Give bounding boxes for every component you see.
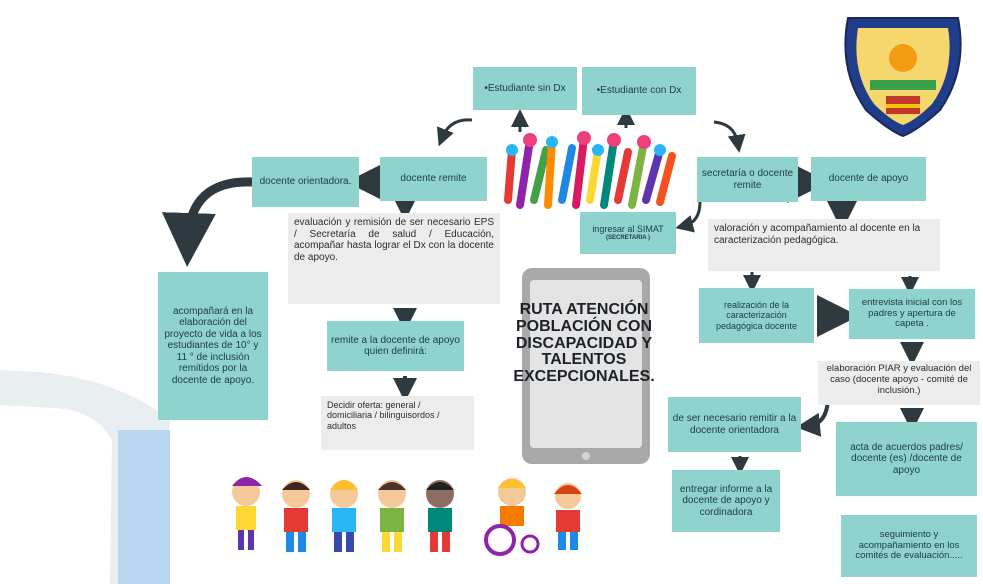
entrevista-inicial-box: entrevista inicial con los padres y aper… (849, 289, 975, 339)
acta-acuerdos-text: acta de acuerdos padres/ docente (es) /d… (850, 441, 963, 476)
secretaria-tag-text: (SECRETARIA ) (606, 234, 650, 241)
docente-remite-label: docente remite (400, 173, 467, 185)
arrow-to-simat (675, 201, 702, 233)
docente-de-apoyo-box: docente de apoyo (811, 157, 926, 201)
elaboracion-piar-text: elaboración PIAR y evaluación del caso (… (826, 363, 972, 396)
valoracion-box: valoración y acompañamiento al docente e… (708, 219, 940, 271)
decidir-oferta-text: Decidir oferta: general / domiciliaria /… (327, 400, 440, 431)
estudiante-con-dx-box: •Estudiante con Dx (582, 67, 696, 115)
realizacion-caracterizacion-text: realización de la caracterización pedagó… (715, 299, 798, 331)
arrow-to-left-branch (436, 118, 473, 147)
main-title-text: RUTA ATENCIÓN POBLACIÓN CON DISCAPACIDAD… (513, 301, 655, 386)
realizacion-caracterizacion-box: realización de la caracterización pedagó… (699, 288, 814, 343)
entrevista-inicial-text: entrevista inicial con los padres y aper… (861, 296, 963, 330)
ingresar-simat-text: ingresar al SIMAT (592, 224, 664, 235)
background-blue-bar (118, 430, 170, 584)
elaboracion-piar-box: elaboración PIAR y evaluación del caso (… (818, 361, 980, 405)
estudiante-sin-dx-label: •Estudiante sin Dx (484, 82, 566, 94)
arrow-orientadora-down (161, 177, 253, 267)
entregar-informe-box: entregar informe a la docente de apoyo y… (672, 470, 780, 532)
arrow-to-right-branch (713, 120, 746, 153)
entregar-informe-text: entregar informe a la docente de apoyo y… (679, 483, 773, 518)
main-title: RUTA ATENCIÓN POBLACIÓN CON DISCAPACIDAD… (490, 301, 678, 386)
de-ser-necesario-box: de ser necesario remitir a la docente or… (668, 397, 801, 452)
evaluacion-remision-text: evaluación y remisión de ser necesario E… (294, 217, 494, 263)
acompanara-box: acompañará en la elaboración del proyect… (158, 272, 268, 420)
acta-acuerdos-box: acta de acuerdos padres/ docente (es) /d… (836, 422, 977, 496)
de-ser-necesario-text: de ser necesario remitir a la docente or… (672, 413, 797, 436)
remite-docente-apoyo-text: remite a la docente de apoyo quien defin… (331, 334, 460, 358)
docente-remite-box: docente remite (380, 157, 487, 201)
docente-orientadora-label: docente orientadora. (259, 176, 352, 188)
estudiante-con-dx-label: •Estudiante con Dx (596, 85, 682, 97)
secretaria-docente-remite-box: secretaría o docente remite (697, 157, 798, 202)
docente-orientadora-box: docente orientadora. (252, 157, 359, 207)
school-crest-text (858, 30, 870, 120)
decidir-oferta-box: Decidir oferta: general / domiciliaria /… (321, 396, 474, 450)
estudiante-sin-dx-box: •Estudiante sin Dx (473, 67, 577, 110)
remite-docente-apoyo-box: remite a la docente de apoyo quien defin… (327, 321, 464, 371)
docente-de-apoyo-label: docente de apoyo (828, 173, 909, 185)
seguimiento-text: seguimiento y acompañamiento en los comi… (855, 528, 963, 562)
seguimiento-box: seguimiento y acompañamiento en los comi… (841, 515, 977, 577)
secretaria-docente-remite-label: secretaría o docente remite (701, 168, 794, 191)
evaluacion-remision-box: evaluación y remisión de ser necesario E… (288, 213, 500, 304)
ingresar-simat-box: ingresar al SIMAT (SECRETARIA ) (580, 212, 676, 254)
acompanara-text: acompañará en la elaboración del proyect… (164, 305, 262, 386)
valoracion-text: valoración y acompañamiento al docente e… (714, 223, 921, 246)
